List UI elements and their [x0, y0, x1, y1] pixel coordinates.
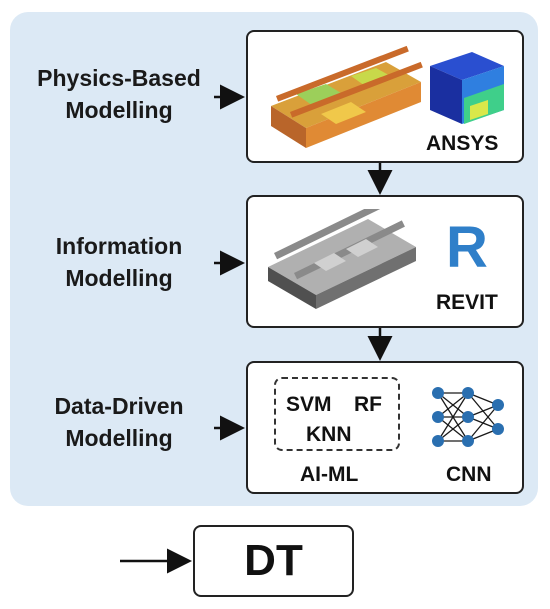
ai-ml-label: AI-ML — [300, 463, 359, 486]
dt-label: DT — [244, 536, 303, 585]
data-driven-box: SVM RF KNN AI-ML CNN — [246, 361, 524, 494]
information-modelling-label: Information Modelling — [55, 233, 183, 291]
physics-based-modelling-label: Physics-Based Modelling — [37, 65, 201, 123]
fem-rail-model-icon — [271, 45, 423, 148]
information-modelling-box: R REVIT — [246, 195, 524, 328]
ml-methods-group — [274, 377, 400, 451]
cnn-label: CNN — [446, 463, 492, 486]
rf-label: RF — [354, 393, 382, 416]
ansys-label: ANSYS — [426, 132, 499, 155]
knn-label: KNN — [306, 423, 352, 446]
bim-rail-model-icon — [268, 209, 416, 309]
neural-network-icon — [432, 387, 504, 447]
data-driven-modelling-label: Data-Driven Modelling — [54, 393, 184, 451]
physics-based-box: ANSYS — [246, 30, 524, 163]
svm-label: SVM — [286, 393, 332, 416]
ansys-simulation-icon — [430, 52, 504, 124]
revit-logo-icon: R — [446, 215, 488, 280]
digital-twin-box: DT — [193, 525, 354, 597]
revit-label: REVIT — [436, 291, 498, 314]
